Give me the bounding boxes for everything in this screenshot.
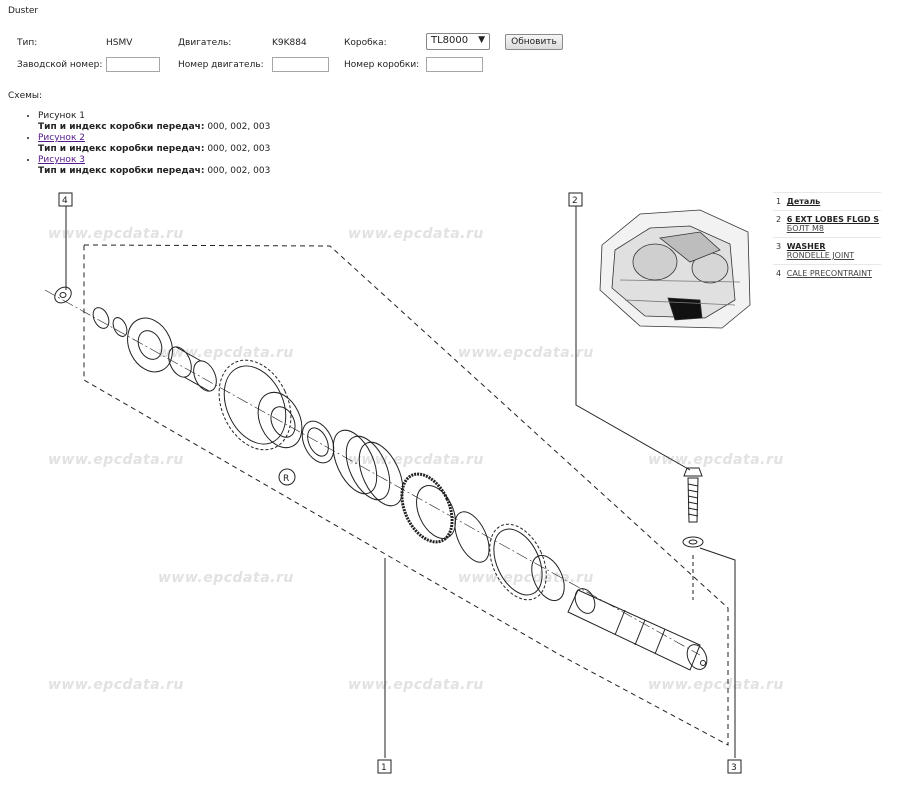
reverse-mark-label: R bbox=[283, 474, 289, 484]
gearbox-number-label: Номер коробки: bbox=[344, 60, 420, 70]
shaft-body bbox=[567, 589, 701, 671]
callout-box-4 bbox=[58, 192, 73, 207]
part-name-link[interactable]: WASHER bbox=[786, 242, 826, 251]
scheme-desc-value: 000, 002, 003 bbox=[207, 144, 271, 154]
engine-number-input[interactable] bbox=[272, 57, 329, 72]
part-subname-link[interactable]: БОЛТ M8 bbox=[786, 224, 824, 233]
synchro-ring bbox=[301, 420, 335, 464]
callout-box-3 bbox=[727, 759, 742, 774]
callout-label-1: 1 bbox=[381, 763, 387, 773]
table-row: 4 CALE PRECONTRAINT bbox=[773, 264, 881, 282]
callout-label-3: 3 bbox=[731, 763, 737, 773]
part-name-link[interactable]: Деталь bbox=[786, 197, 821, 206]
scheme-desc-value: 000, 002, 003 bbox=[207, 122, 271, 132]
scheme-name-current: Рисунок 1 bbox=[38, 111, 85, 121]
scheme-desc-label: Тип и индекс коробки передач: bbox=[38, 166, 205, 176]
scheme-desc-label: Тип и индекс коробки передач: bbox=[38, 144, 205, 154]
washer bbox=[682, 536, 704, 548]
watermark: www.epcdata.ru bbox=[158, 570, 294, 586]
watermark: www.epcdata.ru bbox=[48, 226, 184, 242]
callout-label-4: 4 bbox=[62, 196, 68, 206]
circlip bbox=[454, 511, 490, 563]
type-label: Тип: bbox=[17, 38, 38, 48]
output-gear-teeth bbox=[489, 523, 547, 601]
watermark: www.epcdata.ru bbox=[158, 345, 294, 361]
callout-box-2 bbox=[568, 192, 583, 207]
engine-label: Двигатель: bbox=[178, 38, 232, 48]
part-name-link[interactable]: 6 EXT LOBES FLGD S bbox=[786, 215, 879, 224]
table-row: 1 Деталь bbox=[773, 192, 881, 211]
shim-washer-hole bbox=[59, 292, 67, 298]
table-row: 2 6 EXT LOBES FLGD S БОЛТ M8 bbox=[773, 210, 881, 238]
engine-number-label: Номер двигатель: bbox=[178, 60, 264, 70]
part-number: 4 bbox=[773, 264, 784, 282]
bolt-shank bbox=[687, 477, 699, 523]
shaft-end bbox=[686, 644, 708, 670]
watermark: www.epcdata.ru bbox=[458, 570, 594, 586]
vin-input[interactable] bbox=[106, 57, 160, 72]
watermark: www.epcdata.ru bbox=[48, 677, 184, 693]
gearbox-number-input[interactable] bbox=[426, 57, 483, 72]
dashed-frame bbox=[83, 244, 729, 746]
part-subname-link[interactable]: RONDELLE JOINT bbox=[786, 251, 855, 260]
dropdown-arrow-icon: ▼ bbox=[478, 35, 485, 45]
callout-label-2: 2 bbox=[572, 196, 578, 206]
type-value: HSMV bbox=[106, 38, 133, 48]
callout-leader-3 bbox=[699, 547, 736, 758]
shim-washer bbox=[54, 286, 72, 304]
schemes-list: Рисунок 1 Тип и индекс коробки передач: … bbox=[22, 111, 270, 177]
scheme-item: Рисунок 1 Тип и индекс коробки передач: … bbox=[38, 111, 270, 133]
scheme-item: Рисунок 2 Тип и индекс коробки передач: … bbox=[38, 133, 270, 155]
thrust-plate-hole bbox=[137, 330, 163, 360]
table-row: 3 WASHER RONDELLE JOINT bbox=[773, 237, 881, 265]
bolt-head bbox=[683, 467, 703, 477]
schemes-heading: Схемы: bbox=[8, 91, 43, 101]
synchro-sleeve bbox=[400, 472, 454, 544]
needle-bearing-back bbox=[193, 360, 217, 392]
part-number: 2 bbox=[773, 210, 784, 238]
scheme-link[interactable]: Рисунок 3 bbox=[38, 155, 85, 165]
reverse-mark-circle bbox=[278, 468, 296, 486]
engine-value: K9K884 bbox=[272, 38, 307, 48]
part-number: 3 bbox=[773, 237, 784, 265]
snap-ring bbox=[112, 317, 128, 337]
gearbox-select[interactable]: TL8000 ▼ bbox=[426, 33, 490, 50]
reverse-gear-hub bbox=[257, 391, 303, 449]
needle-bearing-front bbox=[168, 346, 192, 378]
gearbox-thumbnail bbox=[599, 209, 751, 329]
brand-title: Duster bbox=[8, 6, 39, 16]
watermark: www.epcdata.ru bbox=[648, 452, 784, 468]
scheme-desc-value: 000, 002, 003 bbox=[207, 166, 271, 176]
snap-ring bbox=[92, 307, 110, 329]
scheme-desc-label: Тип и индекс коробки передач: bbox=[38, 122, 205, 132]
reverse-gear-teeth bbox=[218, 359, 292, 451]
output-gear bbox=[493, 528, 543, 596]
vin-label: Заводской номер: bbox=[17, 60, 103, 70]
callout-leader-2 bbox=[575, 206, 691, 471]
gearbox-label: Коробка: bbox=[344, 38, 387, 48]
scheme-link[interactable]: Рисунок 2 bbox=[38, 133, 85, 143]
cone-ring bbox=[332, 429, 378, 495]
watermark: www.epcdata.ru bbox=[48, 452, 184, 468]
part-number: 1 bbox=[773, 192, 784, 211]
part-subname-link[interactable]: CALE PRECONTRAINT bbox=[786, 269, 872, 278]
watermark: www.epcdata.ru bbox=[648, 677, 784, 693]
gearbox-select-value: TL8000 bbox=[431, 35, 469, 46]
parts-table: 1 Деталь 2 6 EXT LOBES FLGD S БОЛТ M8 3 … bbox=[773, 192, 881, 282]
callout-box-1 bbox=[377, 759, 392, 774]
scheme-item: Рисунок 3 Тип и индекс коробки передач: … bbox=[38, 155, 270, 177]
watermark: www.epcdata.ru bbox=[348, 677, 484, 693]
watermark: www.epcdata.ru bbox=[348, 226, 484, 242]
watermark: www.epcdata.ru bbox=[458, 345, 594, 361]
update-button[interactable]: Обновить bbox=[505, 34, 563, 50]
thrust-plate bbox=[127, 317, 173, 373]
